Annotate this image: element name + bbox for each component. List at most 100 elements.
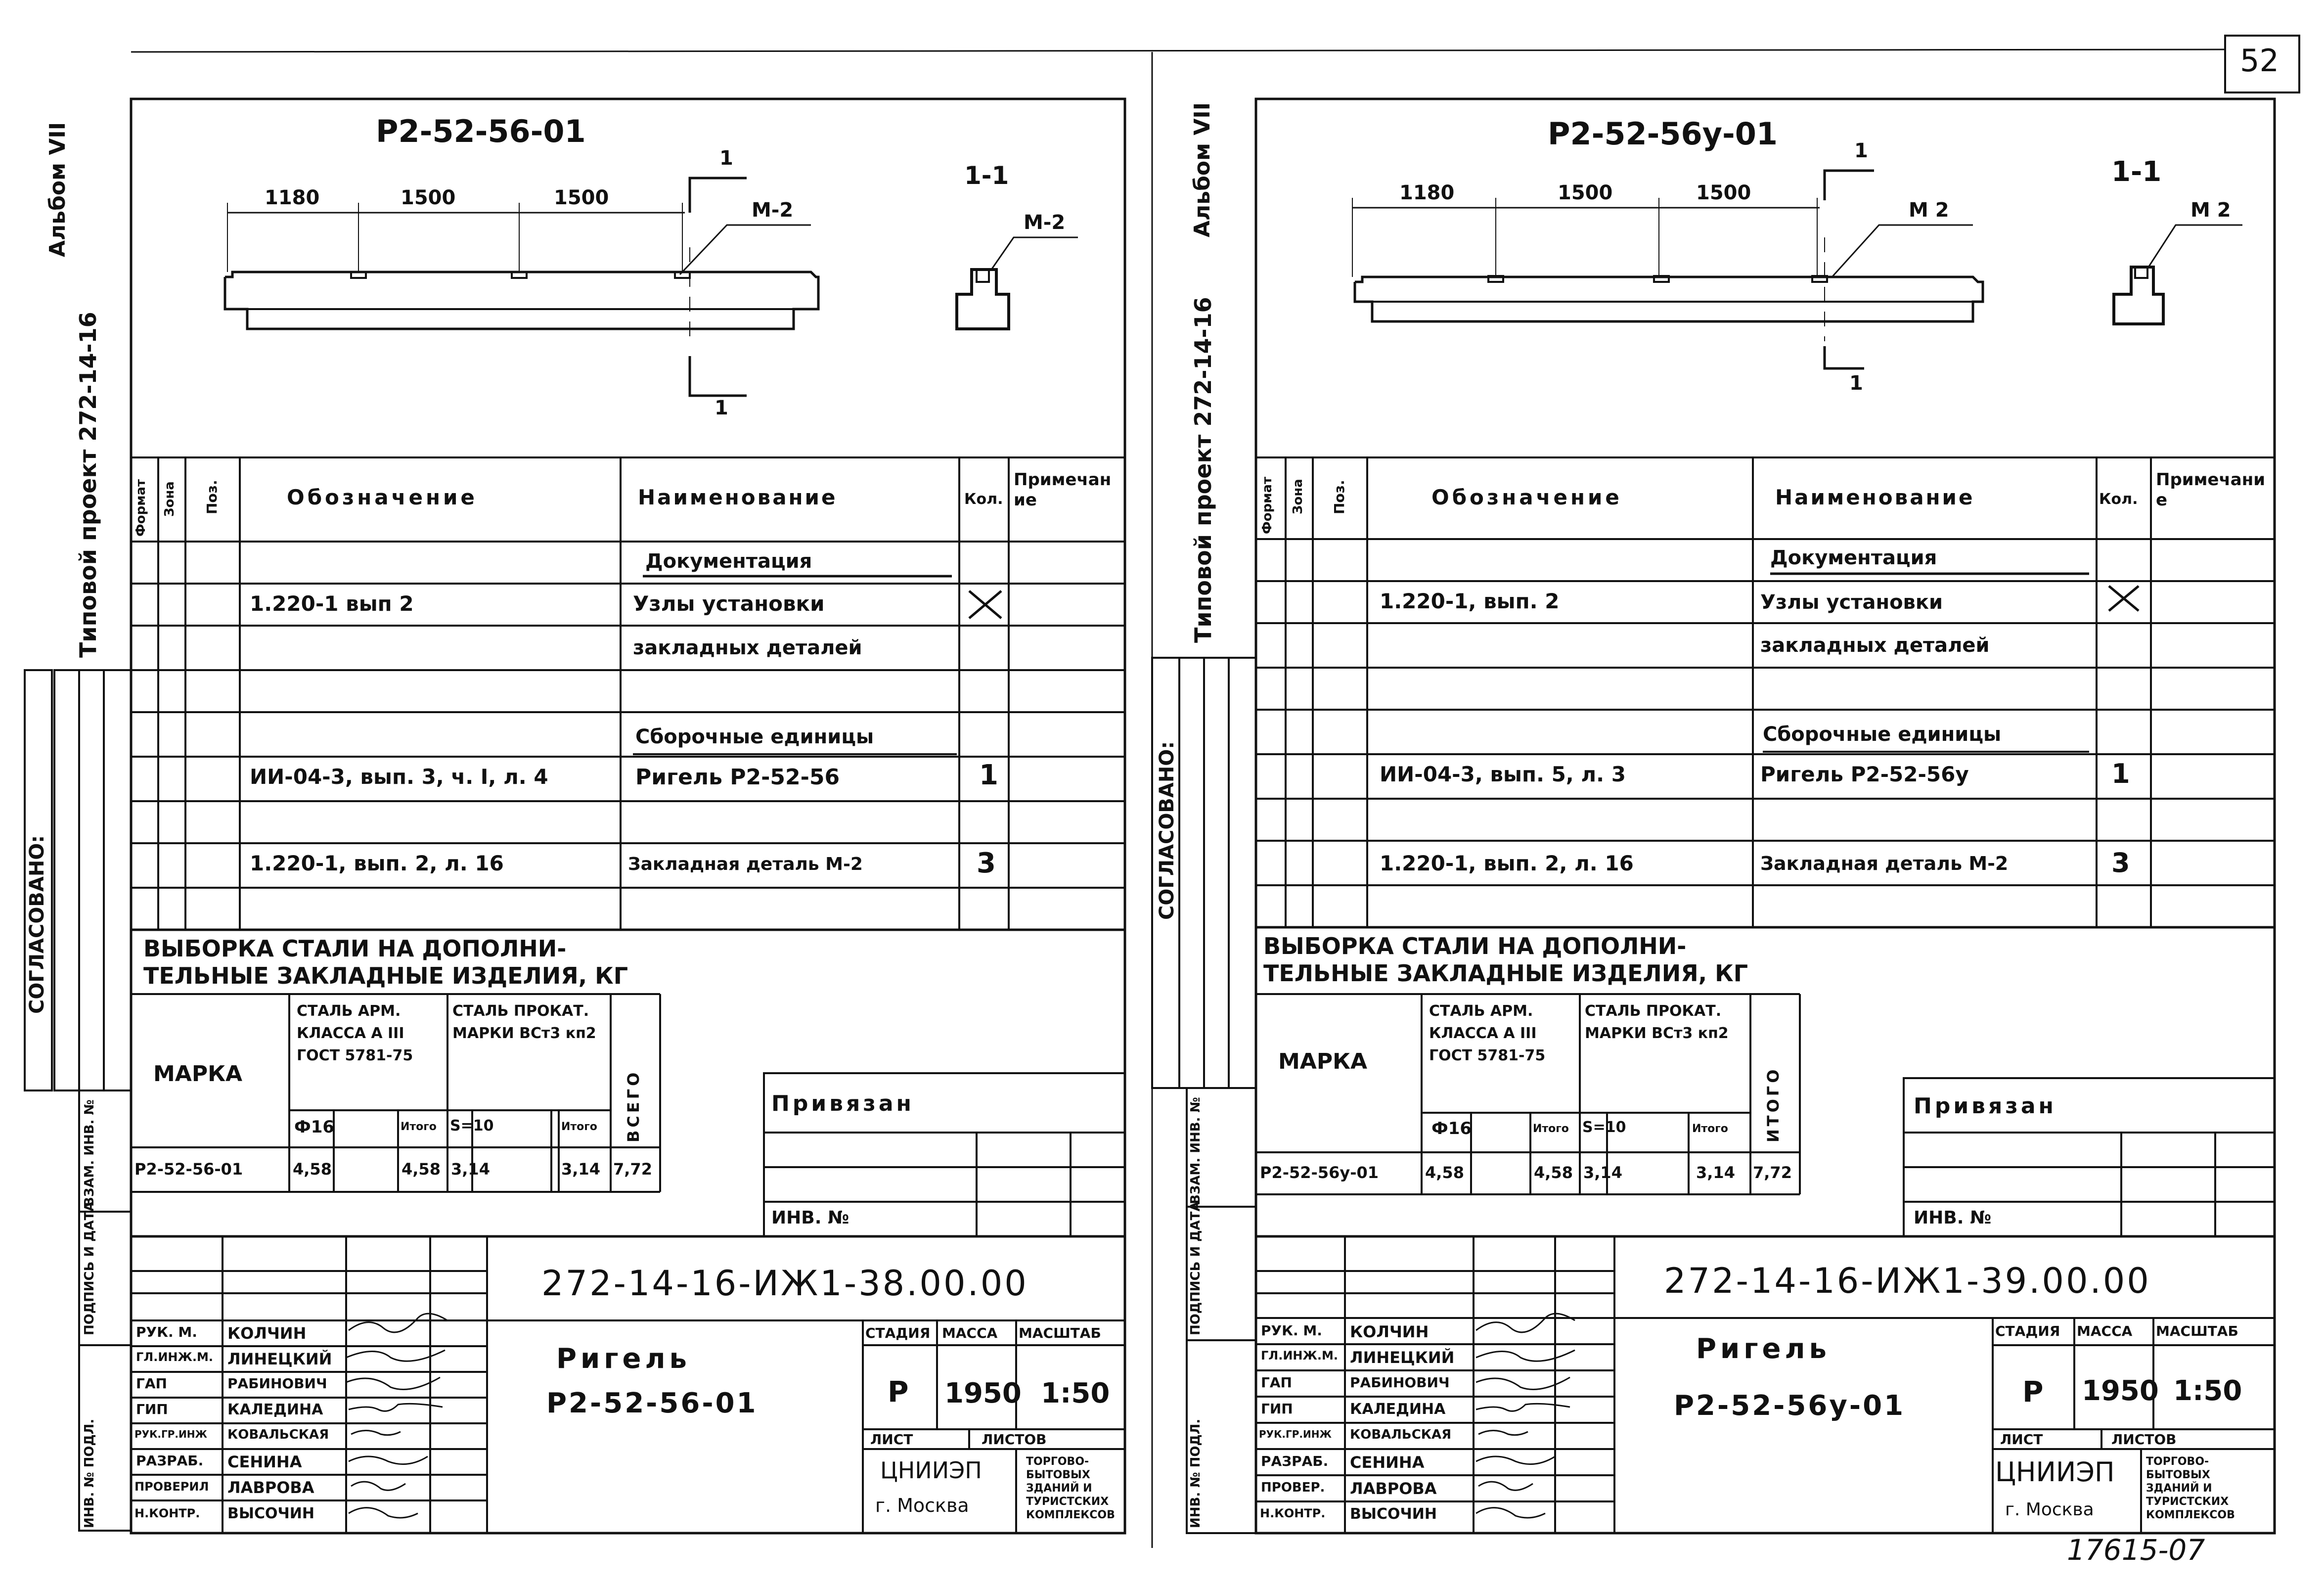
steel-row-total: 7,72 — [613, 1160, 652, 1179]
org-dept-1: ТОРГОВО- — [1026, 1455, 1089, 1468]
steel-row-s10: 3,14 — [451, 1160, 490, 1179]
stage-label: СТАДИЯ — [1995, 1323, 2060, 1339]
row8-qty: 3 — [977, 847, 996, 879]
staff-name: КОВАЛЬСКАЯ — [1350, 1427, 1452, 1442]
col-name: Наименование — [638, 485, 838, 509]
agreed-label: СОГЛАСОВАНО: — [1156, 741, 1178, 920]
privyazan-inv: ИНВ. № — [1914, 1208, 1992, 1228]
sign-date-label: ПОДПИСЬ И ДАТА — [1188, 1201, 1203, 1335]
org-city: г. Москва — [2005, 1499, 2094, 1520]
doc-name-2: Р2-52-56-01 — [546, 1387, 758, 1419]
sheets-label: ЛИСТОВ — [982, 1431, 1047, 1448]
staff-name: ЛАВРОВА — [227, 1478, 314, 1497]
scale-label: МАСШТАБ — [1019, 1325, 1101, 1341]
archive-stamp: 17615-07 — [2067, 1533, 2205, 1567]
scale-value: 1:50 — [2173, 1375, 2242, 1407]
row6-name: Ригель Р2-52-56 — [635, 765, 840, 790]
row3-name: закладных деталей — [633, 636, 862, 659]
cut-mark-top: 1 — [1854, 139, 1868, 162]
dim-1: 1180 — [1399, 182, 1455, 204]
sheet2-frames — [1151, 97, 2276, 1535]
steel-rebar-2: КЛАССА А III — [297, 1025, 404, 1042]
col-format: Формат — [134, 479, 148, 537]
steel-rebar-3: ГОСТ 5781-75 — [297, 1047, 413, 1064]
row2-designation: 1.220-1 вып 2 — [250, 591, 414, 616]
section-embed-label: М 2 — [2190, 199, 2231, 222]
steel-title-1: ВЫБОРКА СТАЛИ НА ДОПОЛНИ- — [1263, 933, 1687, 959]
doc-code: 272-14-16-ИЖ1-39.00.00 — [1664, 1261, 2151, 1301]
staff-role: ГЛ.ИНЖ.М. — [136, 1350, 214, 1364]
steel-row-mark: Р2-52-56у-01 — [1260, 1163, 1379, 1182]
col-designation: Обозначение — [1431, 485, 1622, 509]
project-label: Типовой проект 272-14-16 — [1190, 297, 1216, 643]
signatures — [346, 1313, 1575, 1519]
dim-2: 1500 — [401, 186, 456, 209]
mass-value: 1950 — [2082, 1375, 2159, 1407]
album-label: Альбом VII — [45, 122, 70, 257]
scale-value: 1:50 — [1041, 1377, 1110, 1409]
project-label: Типовой проект 272-14-16 — [75, 312, 101, 658]
row6-designation: ИИ-04-3, вып. 5, л. 3 — [1380, 762, 1626, 786]
steel-col-mark: МАРКА — [153, 1061, 243, 1087]
steel-row-itogo1: 4,58 — [1534, 1163, 1573, 1182]
staff-role: ГИП — [136, 1401, 168, 1417]
row6-designation: ИИ-04-3, вып. 3, ч. I, л. 4 — [250, 765, 548, 789]
row3-name: закладных деталей — [1760, 634, 1990, 657]
doc-name-1: Ригель — [556, 1343, 691, 1375]
org-dept-3: ЗДАНИЙ И — [1026, 1482, 1092, 1495]
cut-mark-top: 1 — [719, 147, 733, 170]
staff-role: ПРОВЕРИЛ — [134, 1480, 209, 1494]
row6-qty: 1 — [979, 759, 998, 791]
row8-designation: 1.220-1, вып. 2, л. 16 — [250, 851, 504, 875]
col-pos: Поз. — [204, 480, 220, 514]
doc-name-1: Ригель — [1696, 1333, 1831, 1365]
staff-name: ЛИНЕЦКИЙ — [1350, 1348, 1455, 1367]
section-title: 1-1 — [2111, 156, 2162, 188]
row8-qty: 3 — [2111, 847, 2130, 878]
steel-sub-f16: Ф16 — [1431, 1119, 1472, 1138]
mass-label: МАССА — [942, 1325, 998, 1341]
steel-rebar-2: КЛАССА А III — [1429, 1025, 1537, 1042]
sheet-label: ЛИСТ — [2000, 1431, 2043, 1448]
steel-title-1: ВЫБОРКА СТАЛИ НА ДОПОЛНИ- — [143, 935, 567, 962]
vzam-inv-label: ВЗАМ. ИНВ. № — [82, 1099, 97, 1207]
album-label: Альбом VII — [1190, 102, 1215, 237]
steel-row-itogo1: 4,58 — [402, 1160, 441, 1179]
col-qty: Кол. — [2099, 491, 2138, 508]
col-designation: Обозначение — [287, 485, 478, 509]
steel-sub-itogo2: Итого — [561, 1121, 597, 1133]
steel-col-total: ВСЕГО — [624, 1069, 643, 1142]
steel-title-2: ТЕЛЬНЫЕ ЗАКЛАДНЫЕ ИЗДЕЛИЯ, КГ — [1263, 960, 1748, 987]
org-dept-2: БЫТОВЫХ — [2146, 1469, 2210, 1481]
org-dept-4: ТУРИСТСКИХ — [2146, 1496, 2229, 1508]
sheet-label: ЛИСТ — [870, 1431, 913, 1448]
staff-name: СЕНИНА — [227, 1453, 302, 1471]
stage-value: Р — [2022, 1375, 2044, 1408]
agreed-label: СОГЛАСОВАНО: — [26, 835, 48, 1014]
doc-name-2: Р2-52-56у-01 — [1674, 1390, 1906, 1422]
staff-role: РАЗРАБ. — [1261, 1453, 1329, 1469]
staff-role: ГАП — [1261, 1374, 1292, 1391]
steel-sub-itogo2: Итого — [1692, 1123, 1728, 1135]
steel-sub-f16: Ф16 — [294, 1117, 335, 1137]
privyazan-inv: ИНВ. № — [771, 1208, 849, 1228]
sheet1-frames — [24, 97, 1126, 1535]
staff-name: РАБИНОВИЧ — [1350, 1374, 1450, 1391]
staff-name: КОВАЛЬСКАЯ — [227, 1427, 329, 1442]
col-name: Наименование — [1775, 485, 1975, 509]
steel-rolled-2: МАРКИ ВСт3 кп2 — [1585, 1025, 1729, 1042]
drawing-title: Р2-52-56-01 — [376, 113, 586, 149]
staff-role: ПРОВЕР. — [1261, 1480, 1325, 1495]
staff-role: Н.КОНТР. — [1260, 1506, 1326, 1520]
vzam-inv-label: ВЗАМ. ИНВ. № — [1188, 1097, 1203, 1204]
row6-name: Ригель Р2-52-56у — [1760, 762, 1969, 786]
row2-name: Узлы установки — [1760, 591, 1943, 614]
steel-row-total: 7,72 — [1753, 1163, 1792, 1182]
dim-3: 1500 — [554, 186, 609, 209]
org-name: ЦНИИЭП — [880, 1457, 982, 1484]
org-name: ЦНИИЭП — [1995, 1456, 2115, 1488]
steel-row-itogo2: 3,14 — [1696, 1163, 1735, 1182]
staff-name: ЛИНЕЦКИЙ — [227, 1350, 332, 1368]
staff-name: КАЛЕДИНА — [227, 1401, 323, 1418]
